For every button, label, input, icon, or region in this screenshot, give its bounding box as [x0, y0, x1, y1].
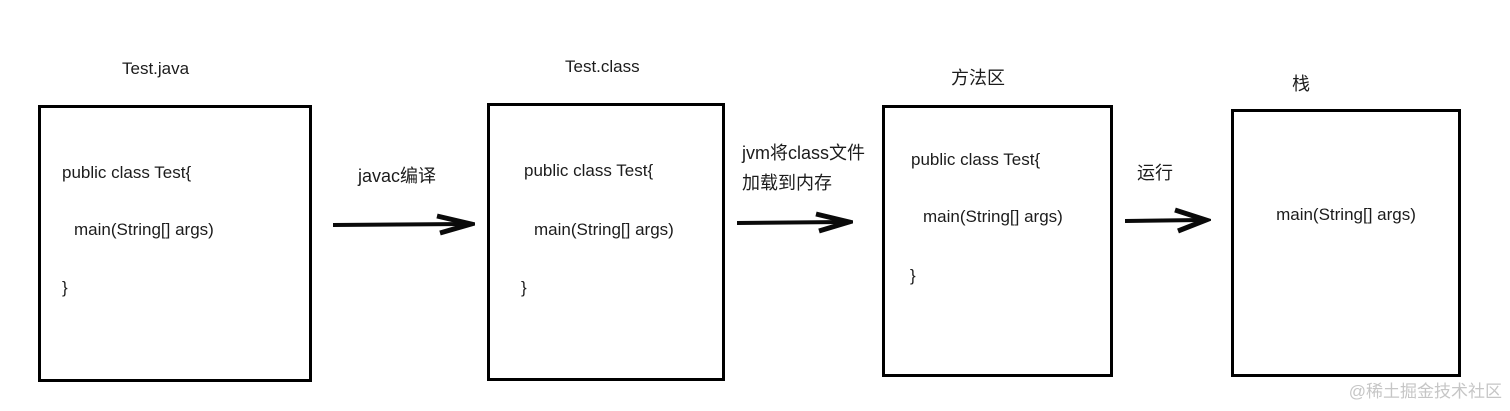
code-line: public class Test{: [62, 163, 192, 182]
stage-box-test-java: public class Test{ main(String[] args) }: [38, 105, 312, 382]
stage-box-test-class: public class Test{ main(String[] args) }: [487, 103, 725, 381]
stage-title-stack: 栈: [1292, 74, 1310, 94]
arrow-label-run: 运行: [1137, 163, 1173, 183]
code-line: main(String[] args): [534, 220, 674, 239]
watermark: @稀土掘金技术社区: [1348, 382, 1502, 401]
stage-title-test-class: Test.class: [565, 57, 640, 76]
code-line: }: [910, 266, 916, 285]
arrow-label-line: 加载到内存: [742, 173, 832, 193]
arrow-label-jvm-load: jvm将class文件 加载到内存: [742, 138, 865, 198]
stage-box-stack: main(String[] args): [1231, 109, 1461, 377]
code-line: main(String[] args): [1276, 205, 1416, 224]
arrow-label-line: jvm将class文件: [742, 143, 866, 163]
stage-box-method-area: public class Test{ main(String[] args) }: [882, 105, 1113, 377]
code-line: main(String[] args): [923, 207, 1063, 226]
arrow-javac-compile-icon: [333, 213, 475, 236]
stage-title-test-java: Test.java: [122, 59, 190, 78]
code-line: }: [62, 278, 68, 297]
code-line: main(String[] args): [74, 220, 214, 239]
code-line: }: [521, 278, 527, 297]
arrow-jvm-load-icon: [737, 211, 853, 234]
arrow-label-javac-compile: javac编译: [358, 166, 437, 186]
code-line: public class Test{: [911, 150, 1041, 169]
code-line: public class Test{: [524, 161, 654, 180]
arrow-run-icon: [1125, 207, 1211, 234]
stage-title-method-area: 方法区: [951, 68, 1005, 88]
